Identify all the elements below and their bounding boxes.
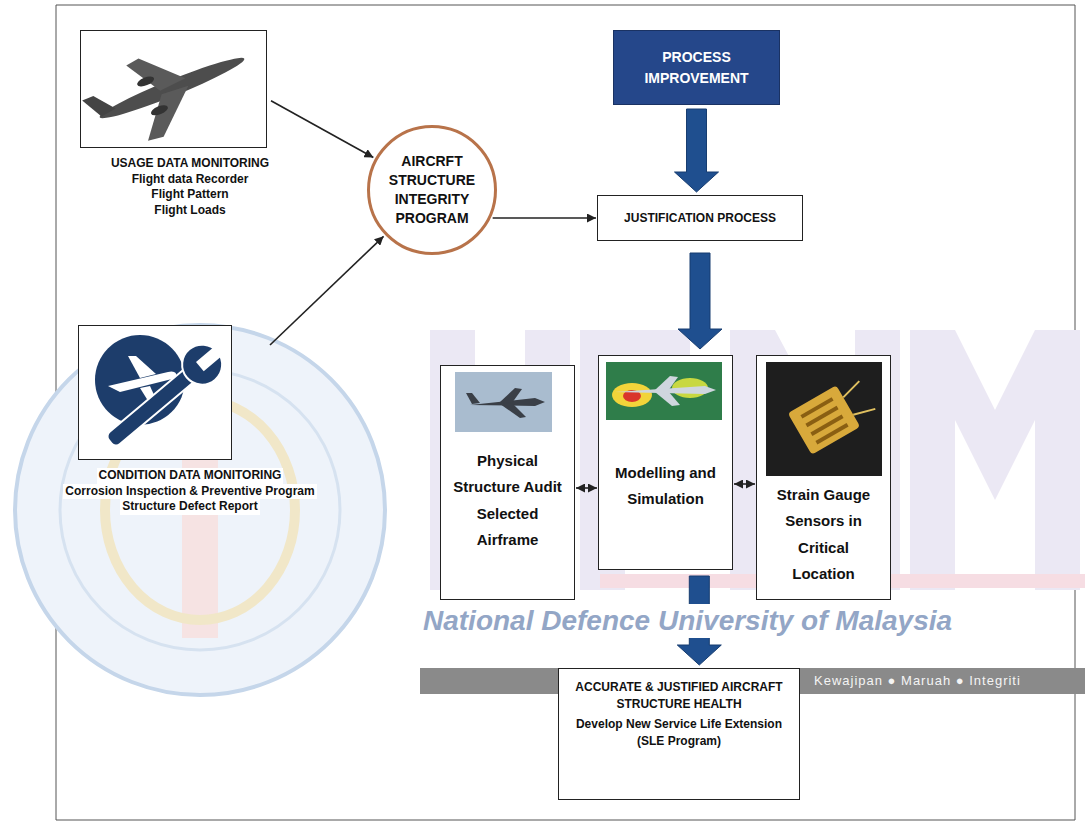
- watermark-text: National Defence University of Malaysia: [420, 604, 955, 638]
- airliner-tail: [82, 90, 116, 121]
- strain-gauge: [788, 374, 880, 455]
- program-circle: AIRCRFT STRUCTURE INTEGRITY PROGRAM: [367, 125, 497, 255]
- node-heading: Modelling and Simulation: [607, 460, 724, 513]
- node-heading: AIRCRFT STRUCTURE INTEGRITY PROGRAM: [382, 152, 482, 228]
- node-heading: CONDITION DATA MONITORING: [97, 468, 284, 484]
- process-box: PROCESS IMPROVEMENT: [613, 30, 780, 105]
- seal-ring: [15, 325, 385, 695]
- heatmap-zone: [612, 383, 652, 407]
- gauge-foil: [788, 385, 860, 455]
- wrench-head: [174, 336, 230, 392]
- node-text: Flight Loads: [152, 203, 227, 219]
- gauge-grid: [815, 423, 848, 444]
- heatmap-ground: [606, 362, 722, 420]
- stress-simulation-image: [606, 362, 722, 420]
- node-text: Corrosion Inspection & Preventive Progra…: [63, 484, 316, 500]
- node-text: Flight Pattern: [149, 187, 230, 203]
- block-arrow: [675, 109, 719, 192]
- connector-arrow: [271, 101, 373, 158]
- node-heading: JUSTIFICATION PROCESS: [624, 211, 776, 225]
- icon-plane-wing: [128, 356, 156, 378]
- jet-tail: [466, 393, 480, 404]
- node-heading: USAGE DATA MONITORING: [109, 156, 271, 172]
- gauge-grid: [800, 397, 833, 418]
- photo-sky: [455, 372, 552, 432]
- input-box: USAGE DATA MONITORINGFlight data Recorde…: [80, 30, 300, 218]
- maintenance-icon: [95, 335, 233, 458]
- airliner-wing: [125, 45, 186, 99]
- jet-wing: [500, 403, 526, 418]
- gauge-wires: [840, 381, 875, 420]
- logo-letter-m: [910, 330, 1080, 590]
- model-jet-wing: [655, 376, 678, 391]
- airliner-photo: [75, 22, 260, 160]
- jet-wing: [500, 388, 522, 403]
- node-text: Flight data Recorder: [130, 172, 251, 188]
- connector-arrow: [270, 236, 384, 345]
- node-text: Structure Defect Report: [120, 499, 259, 515]
- airliner-engine: [136, 74, 156, 88]
- wrench-notch: [196, 345, 224, 371]
- motto-text: Kewajipan ● Maruah ● Integriti: [814, 671, 1021, 691]
- block-arrow: [678, 253, 722, 349]
- node-heading: ACCURATE & JUSTIFIED AIRCRAFT STRUCTURE …: [565, 679, 793, 714]
- airliner-engine: [150, 103, 170, 117]
- airliner-wing: [134, 84, 203, 143]
- gauge-grid: [805, 406, 838, 427]
- strain-gauge-photo: [766, 362, 882, 476]
- outcome-box: ACCURATE & JUSTIFIED AIRCRAFT STRUCTURE …: [558, 668, 800, 800]
- gauge-grid: [810, 414, 843, 435]
- icon-wrench: [97, 335, 232, 458]
- connector-arrow: [493, 217, 596, 219]
- node-heading: Physical Structure Audit Selected Airfra…: [449, 448, 566, 553]
- model-jet-wing: [655, 391, 680, 406]
- node-text: Develop New Service Life Extension (SLE …: [565, 716, 793, 751]
- connector-arrow: [576, 487, 597, 489]
- photo-ground: [766, 362, 882, 476]
- process-box: JUSTIFICATION PROCESS: [597, 195, 803, 241]
- fighter-photo: [455, 372, 552, 432]
- node-heading: Strain Gauge Sensors in Critical Locatio…: [765, 482, 882, 587]
- connector-arrow: [734, 483, 755, 485]
- node-heading: PROCESS IMPROVEMENT: [620, 47, 773, 89]
